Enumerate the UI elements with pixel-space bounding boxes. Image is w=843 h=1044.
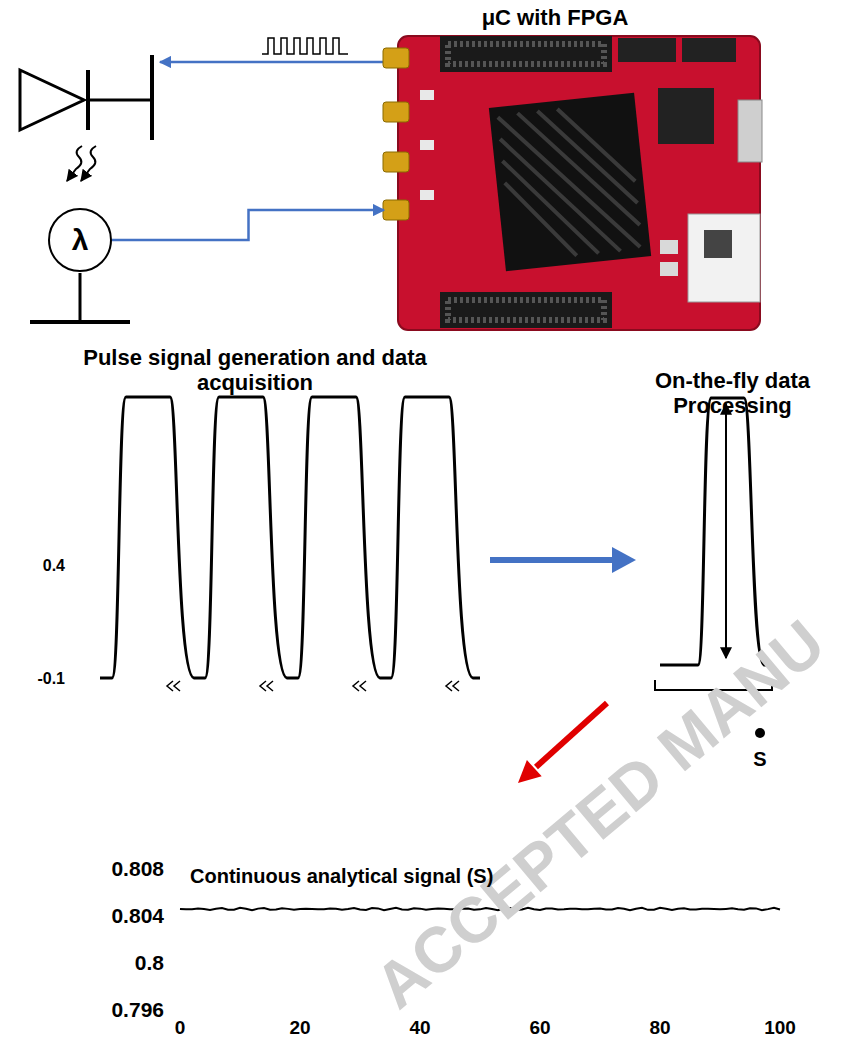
axis-break (260, 681, 273, 691)
heatsink (489, 93, 651, 271)
axis-tick: 0.796 (80, 998, 164, 1022)
axis-tick: 60 (510, 1017, 570, 1039)
single-pulse (660, 398, 772, 665)
result-arrow-head (518, 760, 542, 783)
light-arrow (81, 146, 96, 181)
signal-wire (112, 210, 384, 240)
wifi-module (688, 214, 760, 302)
chart-title: Continuous analytical signal (S) (190, 865, 610, 888)
led-lead (88, 99, 150, 102)
generated-plots (100, 397, 780, 910)
axis-break (353, 681, 366, 691)
heatsink-fins (498, 102, 643, 263)
pin-header (440, 36, 612, 72)
led-symbol (20, 55, 152, 140)
led-terminal (150, 55, 154, 140)
watermark: ACCEPTED MANU (324, 574, 843, 1044)
pulse-train-icon (262, 38, 348, 54)
header-pins (448, 300, 604, 320)
component (660, 262, 678, 276)
chip (658, 88, 714, 144)
drive-wire (160, 61, 383, 64)
axis-tick: 80 (630, 1017, 690, 1039)
axis-tick: 0 (150, 1017, 210, 1039)
caption-text: On-the-fly data Processing (625, 368, 840, 419)
component (420, 140, 434, 150)
fpga-board (383, 36, 762, 330)
pulse-train (100, 397, 480, 678)
pcb (398, 36, 760, 330)
process-arrow (490, 557, 614, 563)
qr-code (704, 230, 732, 258)
sd-slot (738, 100, 762, 162)
caption-text: Pulse signal generation and data acquisi… (80, 345, 430, 396)
axis-tick: 0.8 (80, 951, 164, 975)
axis-tick: 20 (270, 1017, 330, 1039)
sma-connector (383, 200, 409, 220)
pin-header (440, 292, 612, 328)
result-arrow (536, 703, 607, 767)
process-arrow-head (612, 547, 636, 573)
heatsink-body (489, 93, 651, 271)
axis-tick: 40 (390, 1017, 450, 1039)
led-triangle (20, 70, 84, 130)
light-arrow (67, 146, 82, 181)
component (420, 90, 434, 100)
axis-tick: 100 (750, 1017, 810, 1039)
symbol-text: λ (72, 223, 89, 257)
axis-break (446, 681, 459, 691)
axis-tick: -0.1 (10, 670, 65, 688)
sata-connector (682, 38, 736, 62)
axis-break (167, 681, 180, 691)
axis-tick: 0.808 (80, 857, 164, 881)
sma-connector (383, 152, 409, 172)
component (420, 190, 434, 200)
component (660, 240, 678, 254)
photodiode-circle: λ (48, 208, 112, 272)
axis-tick: 0.4 (10, 557, 65, 575)
sma-connector (383, 102, 409, 122)
signal-symbol: S (748, 748, 772, 771)
header-pins (448, 44, 604, 64)
ground-lead (79, 273, 82, 322)
sma-connector (383, 48, 409, 68)
sata-connector (618, 38, 676, 62)
axis-tick: 0.804 (80, 904, 164, 928)
board-title: μC with FPGA (385, 0, 725, 31)
fpga-board-box: μC with FPGA (385, 0, 765, 335)
amplitude-arrow (725, 404, 727, 658)
ground-symbol (30, 320, 130, 324)
